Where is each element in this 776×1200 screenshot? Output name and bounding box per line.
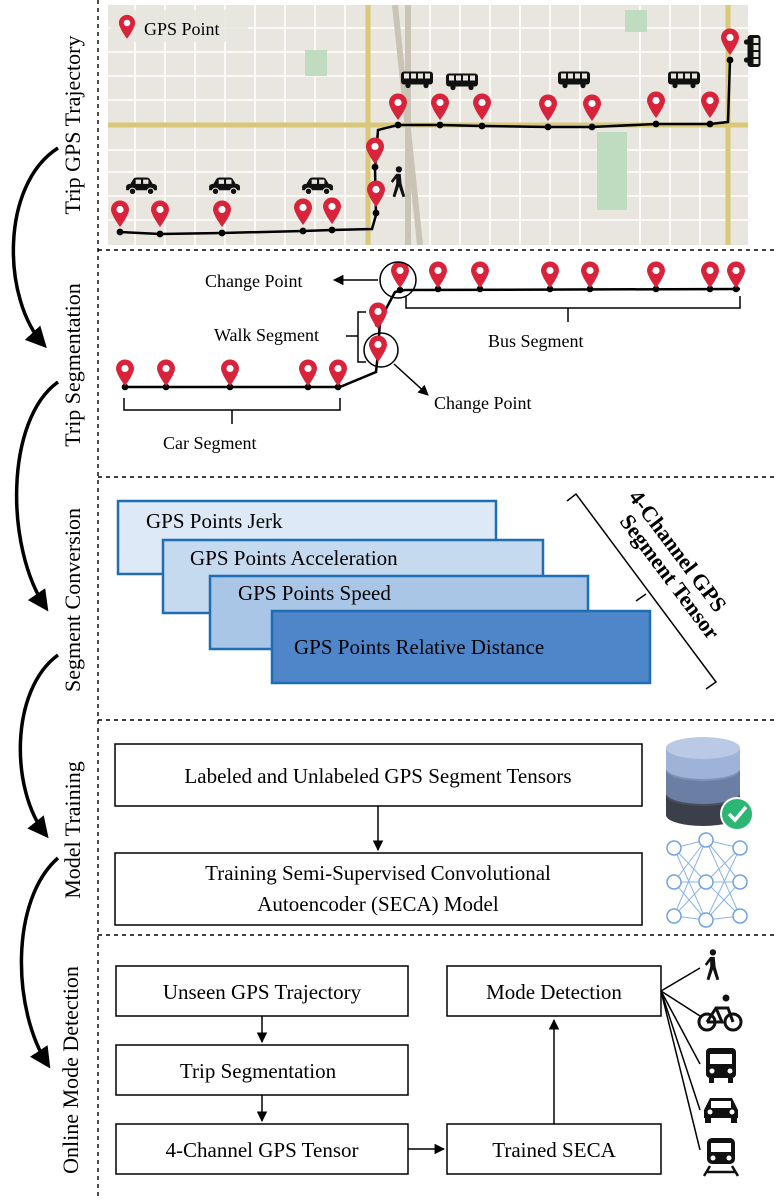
seca-training-label-line2: Autoencoder (SECA) Model xyxy=(257,892,499,916)
map-legend: GPS Point xyxy=(110,10,248,42)
seca-training-box xyxy=(114,852,643,926)
car-mode-icon xyxy=(704,1098,738,1123)
walk-segment-label: Walk Segment xyxy=(214,325,319,345)
model-training: Labeled and Unlabeled GPS Segment Tensor… xyxy=(114,737,754,928)
gps-point-legend-label: GPS Point xyxy=(144,19,220,39)
unseen-trajectory-box xyxy=(115,965,409,1017)
gps-tensor-label: 4-Channel GPS Tensor xyxy=(166,1138,359,1162)
trip-segmentation-label: Trip Segmentation xyxy=(180,1059,337,1083)
layer-acceleration-label: GPS Points Acceleration xyxy=(190,546,398,570)
stage-dividers xyxy=(97,0,776,1200)
train-mode-icon xyxy=(702,1138,740,1177)
neural-network-icon xyxy=(666,832,748,928)
change-point-label-top: Change Point xyxy=(205,271,303,291)
walk-mode-icon xyxy=(704,949,720,981)
seca-training-label-line1: Training Semi-Supervised Convolutional xyxy=(205,861,551,885)
segmentation-diagram: Change Point Change Point Walk Segment B… xyxy=(116,261,745,453)
bus-mode-icon xyxy=(706,1048,736,1083)
layer-relative-distance xyxy=(270,609,652,685)
bus-segment-label: Bus Segment xyxy=(488,331,584,351)
bike-mode-icon xyxy=(697,994,743,1032)
mode-detection-label: Mode Detection xyxy=(486,980,622,1004)
stage-label-trip-gps-trajectory: Trip GPS Trajectory xyxy=(60,36,85,215)
online-mode-detection: Unseen GPS Trajectory Trip Segmentation … xyxy=(115,949,743,1177)
layer-relative-distance-label: GPS Points Relative Distance xyxy=(294,635,544,659)
labeled-tensors-box xyxy=(114,743,643,807)
change-point-label-bottom: Change Point xyxy=(434,393,532,413)
car-segment-label: Car Segment xyxy=(163,433,256,453)
labeled-tensors-label: Labeled and Unlabeled GPS Segment Tensor… xyxy=(184,764,571,788)
trip-segmentation-box xyxy=(115,1044,409,1096)
stage-flow-arrows xyxy=(11,146,60,1069)
segment-conversion-layers: GPS Points Jerk GPS Points Acceleration … xyxy=(116,485,732,690)
layer-speed-label: GPS Points Speed xyxy=(238,581,391,605)
layer-jerk-label: GPS Points Jerk xyxy=(146,509,283,533)
unseen-trajectory-label: Unseen GPS Trajectory xyxy=(163,980,362,1004)
stage-label-model-training: Model Training xyxy=(60,761,85,899)
trained-seca-label: Trained SECA xyxy=(492,1138,616,1162)
stage-label-trip-segmentation: Trip Segmentation xyxy=(60,283,85,447)
database-check-icon xyxy=(666,737,754,831)
stage-label-online-mode-detection: Online Mode Detection xyxy=(58,966,83,1174)
stage-label-segment-conversion: Segment Conversion xyxy=(60,508,85,692)
trajectory-map: GPS Point xyxy=(108,4,761,246)
